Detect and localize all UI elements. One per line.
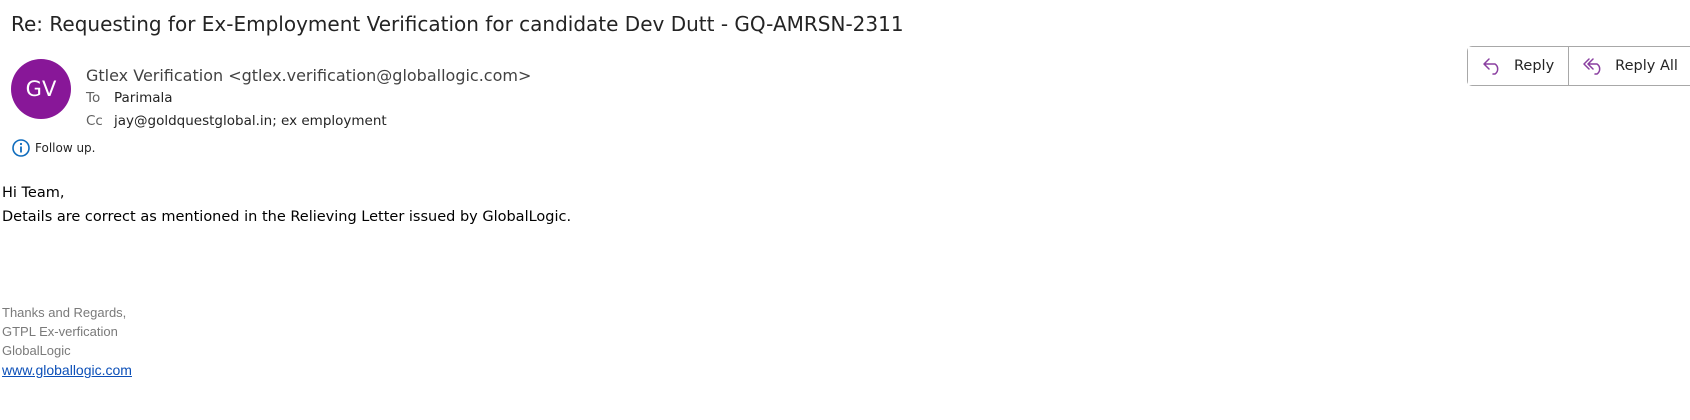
reply-icon — [1483, 58, 1499, 75]
to-line: To Parimala — [86, 90, 173, 106]
info-icon — [12, 139, 30, 157]
body-greeting: Hi Team, — [2, 185, 65, 201]
reply-all-button[interactable]: Reply All — [1569, 47, 1690, 85]
avatar[interactable]: GV — [11, 59, 71, 119]
reply-label: Reply — [1514, 58, 1555, 74]
sender[interactable]: Gtlex Verification <gtlex.verification@g… — [86, 66, 532, 85]
reply-actions: Reply Reply All — [1467, 46, 1690, 86]
reply-button[interactable]: Reply — [1468, 47, 1570, 85]
reply-all-label: Reply All — [1615, 58, 1678, 74]
email-subject: Re: Requesting for Ex-Employment Verific… — [11, 12, 904, 36]
cc-label: Cc — [86, 113, 103, 129]
follow-up-flag: Follow up. — [11, 138, 96, 158]
cc-line: Cc jay@goldquestglobal.in; ex employment — [86, 113, 387, 129]
signature-line: GlobalLogic — [2, 343, 71, 358]
cc-recipients[interactable]: jay@goldquestglobal.in; ex employment — [114, 113, 387, 129]
to-label: To — [86, 90, 101, 106]
reply-all-icon — [1583, 58, 1601, 75]
follow-up-text: Follow up. — [35, 141, 96, 155]
body-text: Details are correct as mentioned in the … — [2, 209, 572, 225]
signature-line: GTPL Ex-verfication — [2, 324, 118, 339]
signature-link[interactable]: www.globallogic.com — [2, 362, 132, 378]
signature-line: Thanks and Regards, — [2, 305, 127, 320]
to-recipient[interactable]: Parimala — [114, 90, 173, 106]
